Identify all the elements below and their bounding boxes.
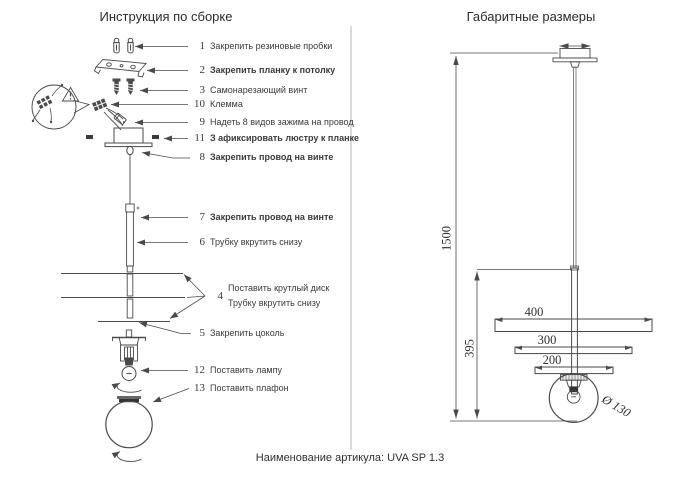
suspension-cord	[573, 66, 577, 269]
item-label: Клемма	[210, 99, 243, 109]
warning-triangle-icon	[61, 86, 80, 102]
left-panel-title: Инструкция по сборке	[99, 9, 233, 24]
left-assembly-diagram	[31, 37, 206, 462]
rotation-arrow-top	[111, 382, 142, 393]
dimension-label-200: 200	[542, 353, 562, 367]
item-number: 6	[199, 236, 206, 248]
dimension-label-400: 400	[524, 305, 544, 319]
mounting-bracket	[93, 59, 147, 78]
globe-shade	[105, 396, 153, 449]
terminal-block-detail	[35, 94, 54, 110]
item-number: 7	[199, 211, 206, 223]
instruction-item-1: 1 Закрепить резиновые пробки	[160, 40, 333, 52]
item-number: 11	[194, 132, 205, 144]
item-label: Закрепить провод на винте	[210, 212, 334, 222]
rotation-arrow-bottom	[111, 451, 142, 462]
instruction-item-13: 13 Поставить плафон	[160, 382, 289, 394]
light-bulb	[121, 357, 137, 381]
wires	[103, 107, 124, 131]
item-label: Закрепить провод на винте	[210, 152, 334, 162]
item-label: Поставить плафон	[210, 383, 289, 393]
right-panel-title: Габаритные размеры	[466, 9, 596, 24]
disc-300	[514, 345, 633, 355]
instruction-item-4: 4 Поставить крутлый диск Трубку вкрутить…	[178, 281, 330, 311]
cable-clamp	[113, 112, 127, 125]
article-caption: Наименование артикула: UVA SP 1.3	[255, 452, 445, 464]
instruction-item-9: 9 Надеть 8 видов зажима на провод	[160, 116, 354, 128]
instruction-item-3: 3 Самонарезающий винт	[160, 84, 308, 96]
screw-threads	[113, 83, 134, 91]
item-number: 13	[194, 382, 205, 394]
right-dimension-diagram	[450, 43, 653, 424]
leader-lines	[111, 43, 206, 403]
globe-side-view	[548, 373, 599, 424]
item-label: Надеть 8 видов зажима на провод	[210, 117, 354, 127]
item-number: 2	[199, 64, 206, 76]
instruction-item-2: 2 Закрепить планку к потолку	[160, 64, 336, 76]
item-label: Закрепить планку к потолку	[210, 65, 336, 75]
item-label: Поставить лампу	[210, 365, 282, 375]
instruction-item-12: 12 Поставить лампу	[160, 364, 282, 376]
rubber-plugs	[113, 37, 134, 54]
item-number: 5	[199, 327, 206, 339]
item-label: Поставить крутлый диск	[228, 283, 330, 293]
suspension-tube	[125, 154, 140, 319]
canopy-side-view	[552, 48, 598, 68]
dimension-label-300: 300	[537, 333, 557, 347]
instruction-item-5: 5 Закрепить цоколь	[160, 327, 285, 339]
instruction-item-11: 11 З афиксировать люстру к планке	[160, 132, 359, 144]
item-number: 3	[199, 84, 206, 96]
item-label: Закрепить цоколь	[210, 328, 285, 338]
disc-lines	[61, 272, 185, 323]
item-number: 9	[199, 116, 206, 128]
screws	[112, 78, 135, 95]
instruction-item-7: 7 Закрепить провод на винте	[160, 211, 334, 223]
item-number: 12	[194, 364, 205, 376]
item-label: Трубку вкрутить снизу	[210, 237, 303, 247]
instruction-item-10: 10 Клемма	[160, 98, 243, 110]
dimension-label-1500: 1500	[439, 226, 454, 251]
item-label: Самонарезающий винт	[210, 85, 308, 95]
dimension-label-395: 395	[462, 339, 477, 358]
item-label-2: Трубку вкрутить снизу	[228, 298, 321, 308]
instruction-item-6: 6 Трубку вкрутить снизу	[160, 236, 303, 248]
item-label: З афиксировать люстру к планке	[210, 133, 360, 143]
item-label: Закрепить резиновые пробки	[210, 41, 333, 51]
item-number: 10	[194, 98, 205, 110]
detail-circle	[31, 83, 91, 130]
terminal-block	[91, 97, 108, 112]
item-number: 1	[199, 40, 206, 52]
item-number: 8	[199, 151, 206, 163]
instruction-item-8: 8 Закрепить провод на винте	[160, 151, 334, 163]
item-number: 4	[217, 290, 224, 302]
ceiling-canopy	[86, 127, 159, 156]
disc-400	[494, 317, 653, 332]
